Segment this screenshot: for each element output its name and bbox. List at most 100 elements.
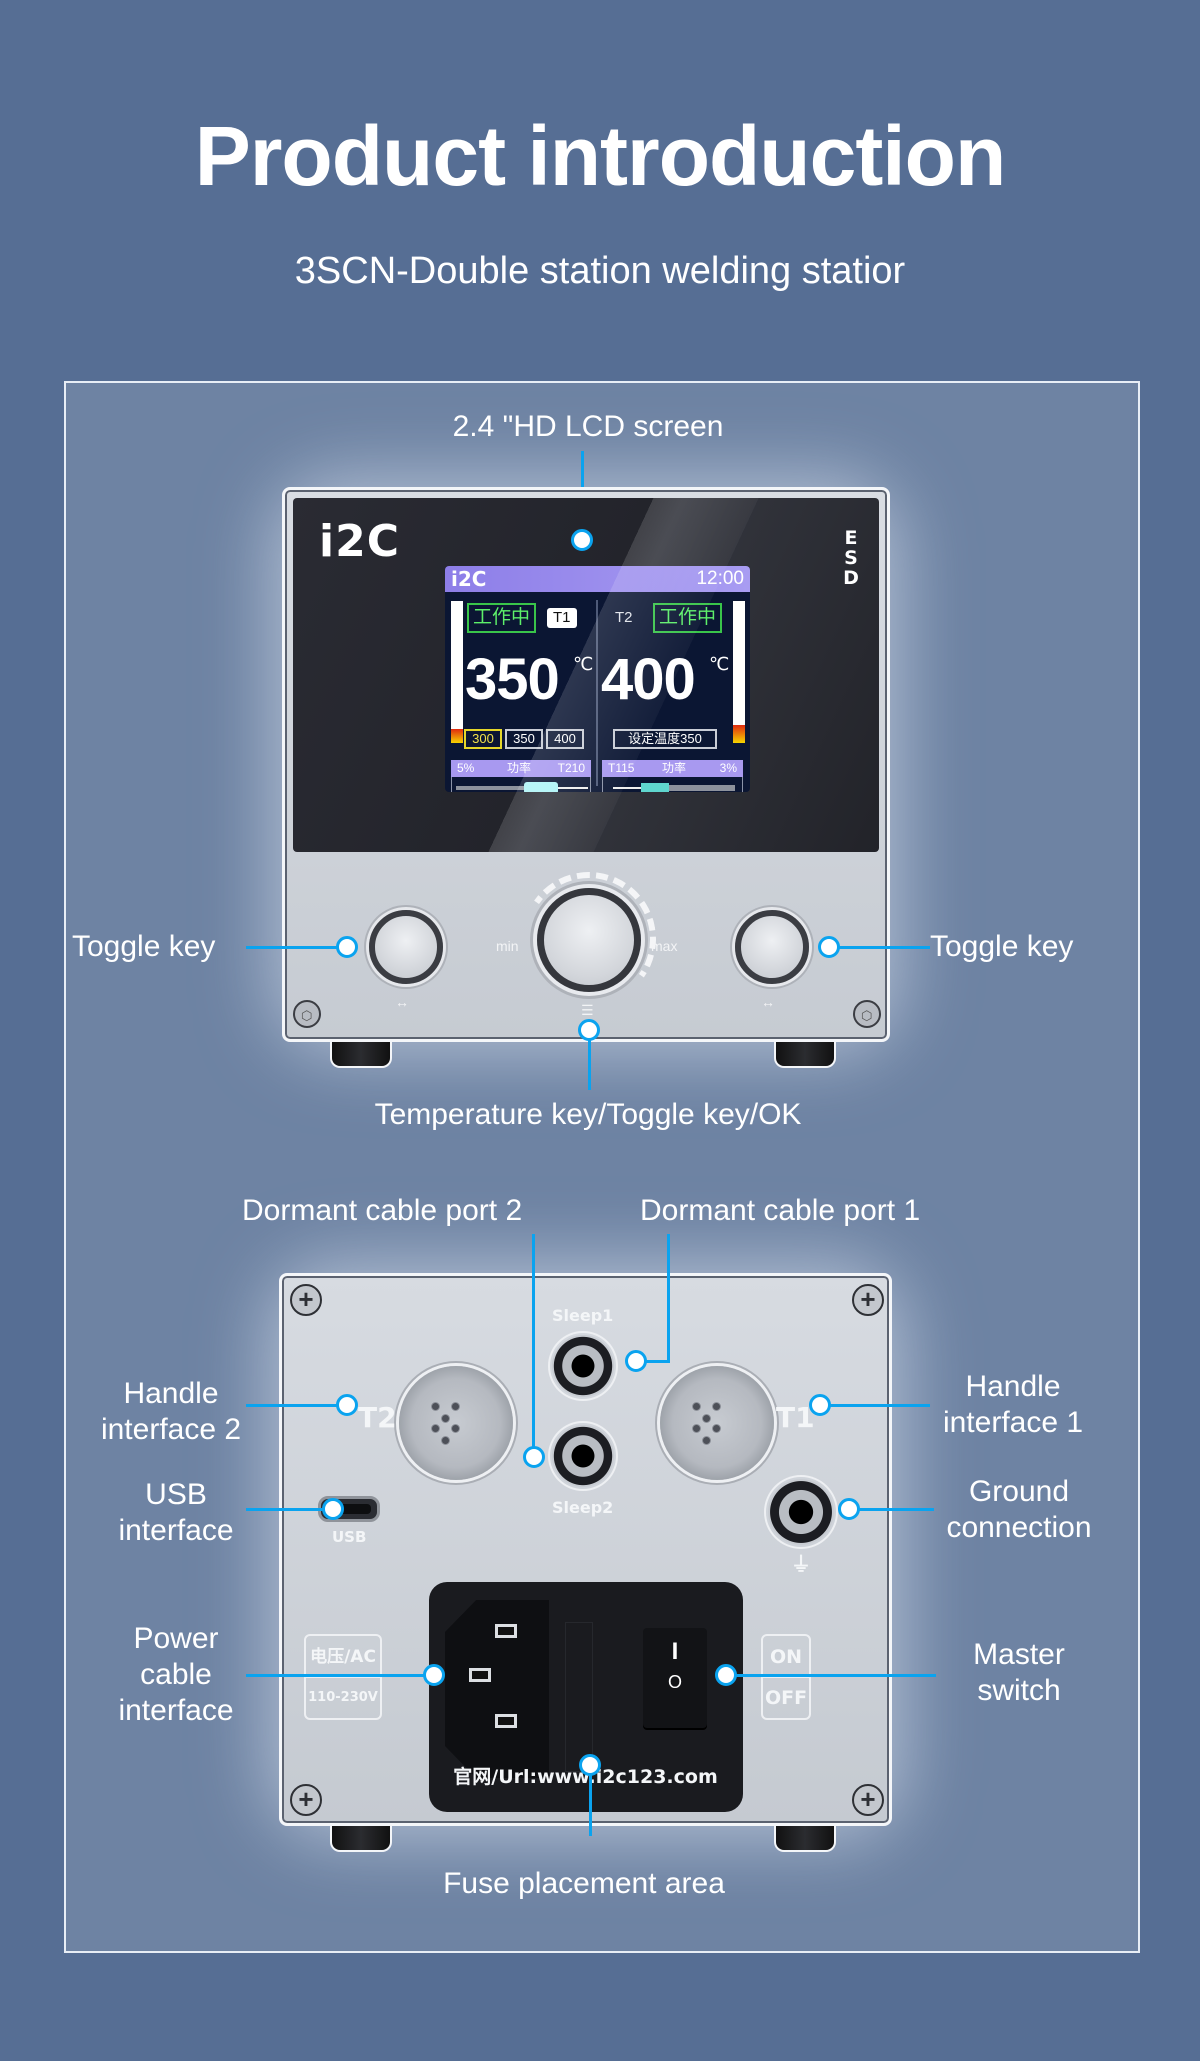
socket-prong	[495, 1714, 517, 1728]
switch-off-label: OFF	[764, 1687, 808, 1709]
cross-screw-icon: +	[290, 1284, 322, 1316]
callout-master-dot	[715, 1664, 737, 1686]
toggle-key-right[interactable]	[735, 910, 809, 984]
device-foot	[330, 1042, 392, 1068]
front-panel: i2C ESD i2C 12:00 工作中 T1 350 ℃ 300 350 4…	[293, 498, 879, 852]
callout-usb-line	[246, 1508, 332, 1511]
brand-logo: i2C	[319, 516, 400, 567]
knob-max-label: max	[651, 938, 678, 954]
callout-knob-line	[588, 1030, 591, 1090]
callout-power-line	[246, 1674, 434, 1677]
callout-knob-label: Temperature key/Toggle key/OK	[374, 1098, 802, 1131]
right-power-percent: 3%	[719, 761, 737, 775]
usb-label: USB	[332, 1528, 367, 1546]
callout-handle2-line	[246, 1404, 346, 1407]
rocker-off-mark: O	[667, 1672, 682, 1692]
callout-master-label: Master switch	[973, 1638, 1065, 1707]
callout-ground-line	[850, 1508, 934, 1511]
handle-port-t2[interactable]	[399, 1366, 513, 1480]
left-iron-icon	[451, 777, 591, 792]
lcd-header: i2C 12:00	[445, 566, 750, 592]
right-channel-label: T2	[615, 609, 633, 626]
page-subtitle: 3SCN-Double station welding statior	[294, 250, 906, 292]
toggle-right-arrow-icon: ↔	[761, 994, 775, 1010]
callout-ground-label: Ground connection	[946, 1475, 1092, 1544]
left-preset-3[interactable]: 400	[546, 729, 584, 749]
right-power-bar: T115 功率 3%	[602, 760, 743, 777]
left-power-label: 功率	[507, 761, 532, 775]
temperature-knob[interactable]	[537, 888, 641, 992]
voltage-type: 电压/AC	[306, 1636, 380, 1678]
voltage-spec-box: 电压/AC 110-230V	[304, 1634, 382, 1720]
callout-sleep1-dot	[625, 1350, 647, 1372]
rocker-on-mark: I	[671, 1638, 679, 1665]
callout-usb-dot	[322, 1498, 344, 1520]
socket-prong	[495, 1624, 517, 1638]
left-power-bar: 5% 功率 T210	[451, 760, 591, 777]
callout-sleep2-dot	[523, 1446, 545, 1468]
cross-screw-icon: +	[290, 1784, 322, 1816]
esd-label: ESD	[841, 528, 861, 588]
callout-toggle-right-line	[830, 946, 930, 949]
sleep2-label: Sleep2	[552, 1498, 614, 1517]
callout-sleep2-label: Dormant cable port 2	[242, 1194, 523, 1227]
device-foot	[774, 1042, 836, 1068]
sleep2-jack[interactable]	[550, 1423, 616, 1489]
callout-toggle-left-label: Toggle key	[72, 930, 216, 963]
callout-fuse-label: Fuse placement area	[443, 1867, 725, 1900]
callout-master-line	[726, 1674, 936, 1677]
callout-toggle-left-line	[246, 946, 346, 949]
lcd-screen: i2C 12:00 工作中 T1 350 ℃ 300 350 400 5% 功率…	[445, 566, 750, 792]
master-power-switch[interactable]: I O	[643, 1628, 707, 1728]
switch-on-label: ON	[763, 1636, 809, 1678]
esd-text: ESD	[843, 527, 859, 589]
back-device: + + + + T2 T1 Sleep1 Sleep2 USB ⏚ 电压/AC …	[279, 1273, 892, 1826]
knob-min-label: min	[496, 938, 519, 954]
callout-handle2-label: Handle interface 2	[100, 1377, 242, 1446]
right-tip-model: T115	[608, 761, 635, 775]
front-device: i2C ESD i2C 12:00 工作中 T1 350 ℃ 300 350 4…	[282, 487, 890, 1042]
callout-sleep1-label: Dormant cable port 1	[640, 1194, 921, 1227]
callout-handle2-dot	[336, 1394, 358, 1416]
callout-usb-label: USB interface	[118, 1478, 234, 1547]
right-set-temperature: 设定温度350	[613, 729, 717, 749]
fuse-slot[interactable]	[565, 1622, 593, 1772]
callout-fuse-dot	[579, 1754, 601, 1776]
left-power-percent: 5%	[457, 761, 475, 775]
hex-screw-icon: ⬡	[853, 1000, 881, 1028]
right-temp-unit: ℃	[709, 654, 730, 674]
callout-handle1-dot	[809, 1394, 831, 1416]
sleep1-jack[interactable]	[550, 1333, 616, 1399]
menu-icon: ☰	[581, 1002, 594, 1018]
voltage-range: 110-230V	[308, 1690, 378, 1705]
handle-port-t1[interactable]	[660, 1366, 774, 1480]
website-url: 官网/Url:www.i2c123.com	[453, 1766, 718, 1788]
right-status-badge: 工作中	[653, 603, 723, 633]
hex-screw-icon: ⬡	[293, 1000, 321, 1028]
callout-ground-dot	[838, 1498, 860, 1520]
left-temperature: 350	[465, 647, 560, 712]
callout-knob-dot	[578, 1019, 600, 1041]
left-preset-1[interactable]: 300	[464, 729, 502, 749]
callout-sleep1-line	[667, 1234, 670, 1362]
callout-toggle-right-label: Toggle key	[930, 930, 1074, 963]
sleep1-label: Sleep1	[552, 1306, 614, 1325]
cross-screw-icon: +	[852, 1784, 884, 1816]
callout-sleep1-line-h	[637, 1360, 670, 1363]
device-foot	[330, 1826, 392, 1852]
left-preset-2[interactable]: 350	[505, 729, 543, 749]
page-title: Product introduction	[194, 109, 1007, 203]
device-foot	[774, 1826, 836, 1852]
callout-power-dot	[423, 1664, 445, 1686]
socket-prong	[469, 1668, 491, 1682]
toggle-key-left[interactable]	[369, 910, 443, 984]
cross-screw-icon: +	[852, 1284, 884, 1316]
lcd-time: 12:00	[696, 568, 744, 589]
callout-power-label: Power cable interface	[118, 1622, 234, 1727]
ground-jack[interactable]	[766, 1477, 836, 1547]
port-t2-label: T2	[358, 1401, 397, 1434]
left-temp-unit: ℃	[573, 654, 594, 674]
left-channel-chip: T1	[547, 608, 577, 628]
right-temperature: 400	[601, 647, 696, 712]
right-iron-icon	[602, 777, 743, 792]
